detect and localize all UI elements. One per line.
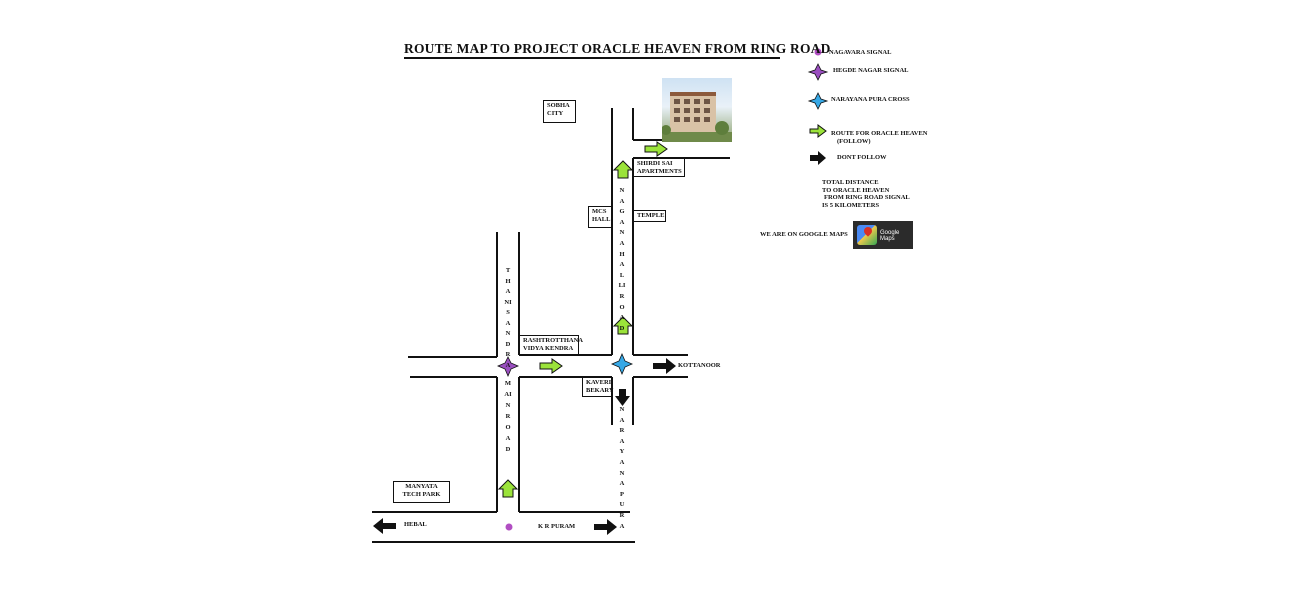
route-arrows [497,141,668,498]
black-arrow-east-krpuram [594,519,617,535]
route-arrow-north [612,316,634,335]
legend-green-arrow-icon [809,124,827,138]
place-label: HALL [592,215,611,223]
legend-dont-follow-label: DONT FOLLOW [837,154,887,161]
place-label: KAVERI [586,379,612,386]
place-label: TECH PARK [402,490,441,498]
building-roof [670,92,716,96]
google-maps-badge-text: Google Maps [880,230,900,242]
legend-route-sub-label: (FOLLOW) [837,138,871,145]
title-underline [404,57,780,59]
window [684,99,690,104]
building-facade [670,92,716,136]
legend-narayana-label: NARAYANA PURA CROSS [831,96,910,103]
black-arrow-south [615,389,630,406]
google-maps-badge[interactable]: Google Maps [853,221,913,249]
building-illustration [662,92,732,142]
route-arrow-north [497,479,519,498]
main-road-label: MAIN ROAD [504,380,512,453]
legend-nagavara-label: NAGAVARA SIGNAL [829,49,892,56]
window [684,108,690,113]
window [694,108,700,113]
window [704,99,710,104]
place-label: MCS [592,208,607,215]
kottanoor-label: KOTTANOOR [678,362,721,369]
legend-blue-star-icon [807,92,829,110]
place-label: RASHTROTTHANA [523,337,583,344]
window [674,117,680,122]
temple-box: TEMPLE [633,210,666,222]
legend-hegde-label: HEGDE NAGAR SIGNAL [833,67,909,74]
mcs-hall-box: MCS HALL [588,206,612,228]
place-label: VIDYA KENDRA [523,344,574,352]
oracle-heaven-building-image [662,78,732,142]
narayana-pura-cross-icon [610,352,634,376]
route-arrow-east [644,141,668,157]
window [674,108,680,113]
google-maps-label: WE ARE ON GOOGLE MAPS [760,231,848,238]
tree [662,125,671,135]
place-label: APARTMENTS [637,167,682,175]
lawn [662,132,732,142]
black-arrow-west-hebal [373,518,396,534]
place-label: SOBHA [547,102,570,109]
window [674,99,680,104]
tree [715,121,729,135]
legend-purple-star-icon [807,63,829,81]
distance-line: IS 5 KILOMETERS [822,201,880,209]
legend-purple-dot-icon [814,48,822,56]
sobha-city-box: SOBHA CITY [543,100,576,123]
map-title: ROUTE MAP TO PROJECT ORACLE HEAVEN FROM … [404,41,831,56]
nagavara-signal-icon [505,523,513,531]
window [694,99,700,104]
place-label: CITY [547,109,564,117]
window [694,117,700,122]
route-arrow-east [539,358,563,374]
kaveri-bekary-box: KAVERI BEKARY [582,377,614,397]
route-arrow-north [612,160,634,179]
shirdi-sai-apartments-box: SHIRDI SAI APARTMENTS [633,158,685,177]
place-label: BEKARY [586,386,614,394]
place-label: MANYATA [405,483,438,490]
window [704,117,710,122]
hegde-nagar-signal-icon [496,356,520,378]
narayanapura-road-label: NARAYANAPURA [619,406,625,530]
hebal-label: HEBAL [404,521,427,528]
place-label: SHIRDI SAI [637,160,673,167]
window [684,117,690,122]
kr-puram-label: K R PURAM [538,523,576,530]
distance-line: TOTAL DISTANCE [822,179,879,186]
legend-route-label: ROUTE FOR ORACLE HEAVEN [831,130,928,137]
distance-line: FROM RING ROAD SIGNAL [824,194,910,201]
rashtrotthana-box: RASHTROTTHANA VIDYA KENDRA [519,335,583,355]
naganahalli-road-label: NAGANAHALLI ROAD [618,187,626,332]
black-arrow-east-kottanoor [653,358,676,374]
window [704,108,710,113]
manyata-tech-park-box: MANYATA TECH PARK [393,481,450,503]
thanisandra-road-label: THANISANDRA [504,267,512,369]
legend-black-arrow-icon [810,151,826,165]
dont-follow-arrows [373,358,676,535]
total-distance-note: TOTAL DISTANCE TO ORACLE HEAVEN FROM RIN… [822,179,910,209]
distance-line: TO ORACLE HEAVEN [822,186,890,194]
